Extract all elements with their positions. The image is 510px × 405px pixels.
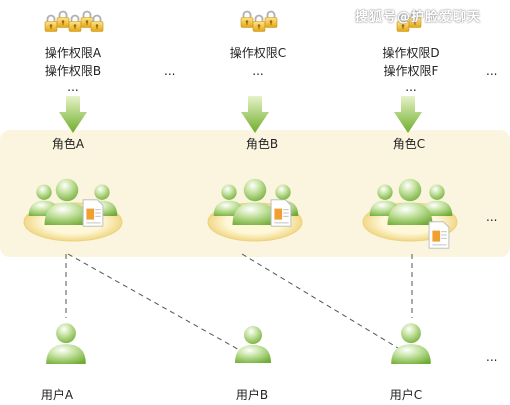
users-more: ... bbox=[486, 350, 498, 364]
document-icon bbox=[82, 199, 104, 227]
document-icon bbox=[270, 199, 292, 227]
padlock-icon bbox=[240, 10, 278, 32]
user-b-label: 用户B bbox=[235, 388, 269, 402]
assignment-line-b-c bbox=[241, 253, 399, 349]
roles-more: ... bbox=[486, 210, 498, 224]
down-arrow-icon bbox=[394, 96, 422, 133]
user-icon bbox=[391, 323, 431, 364]
watermark: 搜狐号@护脸爱聊天 bbox=[355, 10, 482, 25]
down-arrow-icon bbox=[241, 96, 269, 133]
role-b-group bbox=[207, 178, 303, 242]
permission-c-line-1: 操作权限D bbox=[382, 46, 440, 60]
role-c-label: 角色C bbox=[392, 137, 426, 151]
permission-a-line-2: 操作权限B bbox=[44, 64, 102, 78]
role-c-group bbox=[362, 178, 458, 249]
role-a-group bbox=[23, 178, 123, 242]
permissions-more: ... bbox=[164, 64, 176, 78]
permission-b-line-2: ... bbox=[252, 64, 264, 78]
user-a-label: 用户A bbox=[40, 388, 74, 402]
user-icon bbox=[235, 326, 271, 363]
permission-a-line-1: 操作权限A bbox=[44, 46, 102, 60]
user-c-label: 用户C bbox=[389, 388, 423, 402]
down-arrow-icon bbox=[59, 96, 87, 133]
padlock-icon bbox=[44, 10, 104, 32]
assignment-lines bbox=[65, 253, 413, 353]
role-a-label: 角色A bbox=[51, 137, 85, 151]
user-icon bbox=[46, 323, 86, 364]
assignment-line-a-b bbox=[67, 253, 244, 353]
permission-c-line-3: ... bbox=[405, 80, 417, 94]
permission-b-line-1: 操作权限C bbox=[229, 46, 287, 60]
document-icon bbox=[428, 221, 450, 249]
permissions-more-right: ... bbox=[486, 64, 498, 78]
permission-c-line-2: 操作权限F bbox=[383, 64, 439, 78]
permission-a-line-3: ... bbox=[67, 80, 79, 94]
role-b-label: 角色B bbox=[245, 137, 279, 151]
